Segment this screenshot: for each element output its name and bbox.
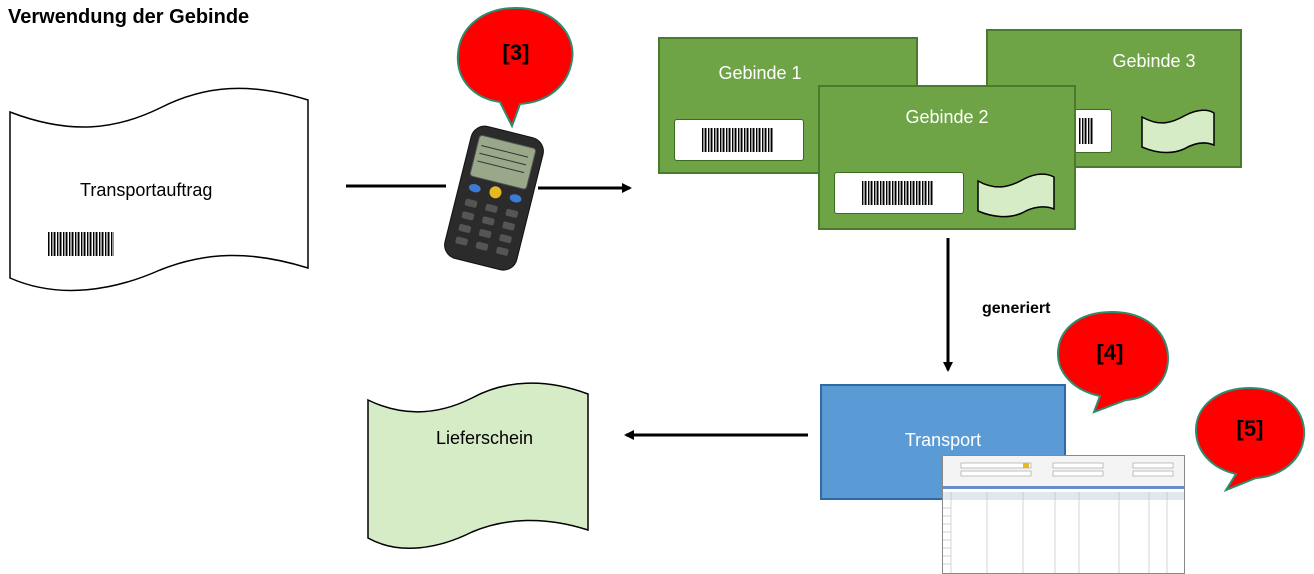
barcode-icon — [701, 128, 773, 152]
page-title: Verwendung der Gebinde — [8, 6, 250, 28]
callout-5-label: [5] — [1236, 416, 1264, 441]
gebinde-1-label: Gebinde 1 — [718, 63, 802, 83]
gebinde-3-document-icon — [1141, 109, 1215, 154]
gebinde-2-label: Gebinde 2 — [905, 107, 989, 127]
barcode-scanner-icon — [444, 125, 544, 271]
gebinde-2-document-icon — [977, 173, 1055, 218]
gebinde-2-barcode-label — [834, 172, 964, 214]
callout-3-bubble — [456, 6, 574, 129]
barcode-icon — [861, 181, 933, 205]
table-grid — [943, 456, 1184, 573]
generiert-label: generiert — [982, 300, 1051, 317]
lieferschein-document-shape — [367, 382, 589, 549]
callout-5-bubble — [1194, 386, 1306, 493]
transportauftrag-barcode-icon — [48, 232, 114, 256]
transport-screenshot-thumbnail — [942, 455, 1185, 574]
callout-3-label: [3] — [502, 40, 530, 65]
gebinde-3-barcode-label — [1072, 109, 1112, 153]
gebinde-3-label: Gebinde 3 — [1112, 51, 1196, 71]
lieferschein-label: Lieferschein — [436, 428, 534, 448]
gebinde-2-box: Gebinde 2 — [818, 85, 1076, 230]
transportauftrag-label: Transportauftrag — [80, 180, 213, 200]
callout-4-bubble — [1056, 310, 1170, 414]
callout-4-label: [4] — [1096, 340, 1124, 365]
barcode-icon — [1079, 118, 1093, 144]
gebinde-1-barcode-label — [674, 119, 804, 161]
transport-label: Transport — [904, 430, 982, 450]
